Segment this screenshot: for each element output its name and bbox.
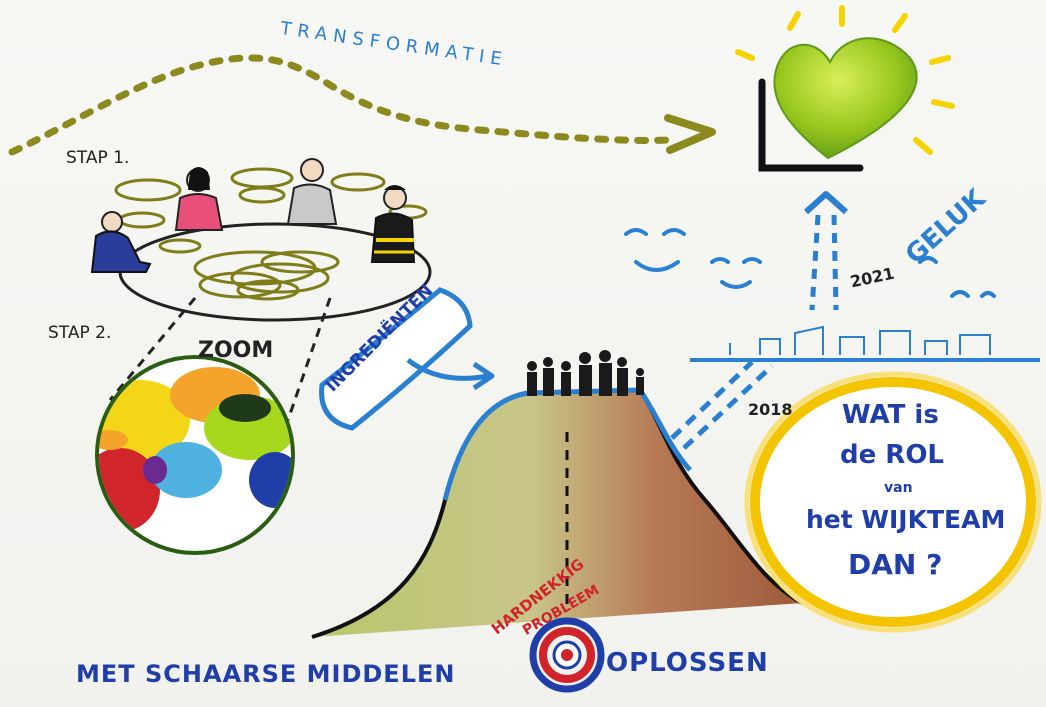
year-2018: 2018 bbox=[748, 400, 793, 419]
people-on-top bbox=[527, 350, 644, 396]
question-circle bbox=[744, 371, 1042, 633]
zoom-label: ZOOM bbox=[198, 338, 274, 363]
heart-icon bbox=[773, 37, 918, 160]
person-police bbox=[370, 185, 416, 263]
sun-rays-icon bbox=[735, 5, 955, 155]
question-line-5: DAN ? bbox=[848, 548, 943, 581]
arrow-up-icon bbox=[803, 191, 849, 311]
smiling-faces bbox=[624, 228, 996, 298]
progress-dashes bbox=[670, 360, 774, 450]
town-skyline bbox=[690, 325, 1040, 362]
transformation-path bbox=[8, 54, 674, 156]
arrow-right-icon bbox=[664, 114, 716, 154]
mountain bbox=[311, 350, 803, 639]
question-line-2: de ROL bbox=[840, 440, 944, 470]
zoom-circle bbox=[95, 355, 295, 555]
stap2-label: STAP 2. bbox=[48, 323, 112, 343]
bottom-right-text: OPLOSSEN bbox=[606, 648, 769, 678]
person-pink bbox=[174, 167, 224, 231]
heart-box bbox=[758, 78, 864, 172]
person-grey bbox=[286, 158, 338, 225]
meeting-table bbox=[90, 158, 432, 322]
zoom-lines bbox=[108, 297, 332, 421]
arrow-right-icon bbox=[406, 358, 489, 381]
question-line-1: WAT is bbox=[842, 400, 939, 430]
stap1-label: STAP 1. bbox=[66, 148, 130, 168]
ingredienten-banner bbox=[319, 287, 473, 431]
question-line-4: het WIJKTEAM bbox=[806, 505, 1006, 534]
person-left bbox=[90, 211, 152, 273]
bottom-left-text: MET SCHAARSE MIDDELEN bbox=[76, 660, 456, 688]
target-icon bbox=[529, 617, 605, 693]
question-line-3: van bbox=[884, 480, 913, 496]
